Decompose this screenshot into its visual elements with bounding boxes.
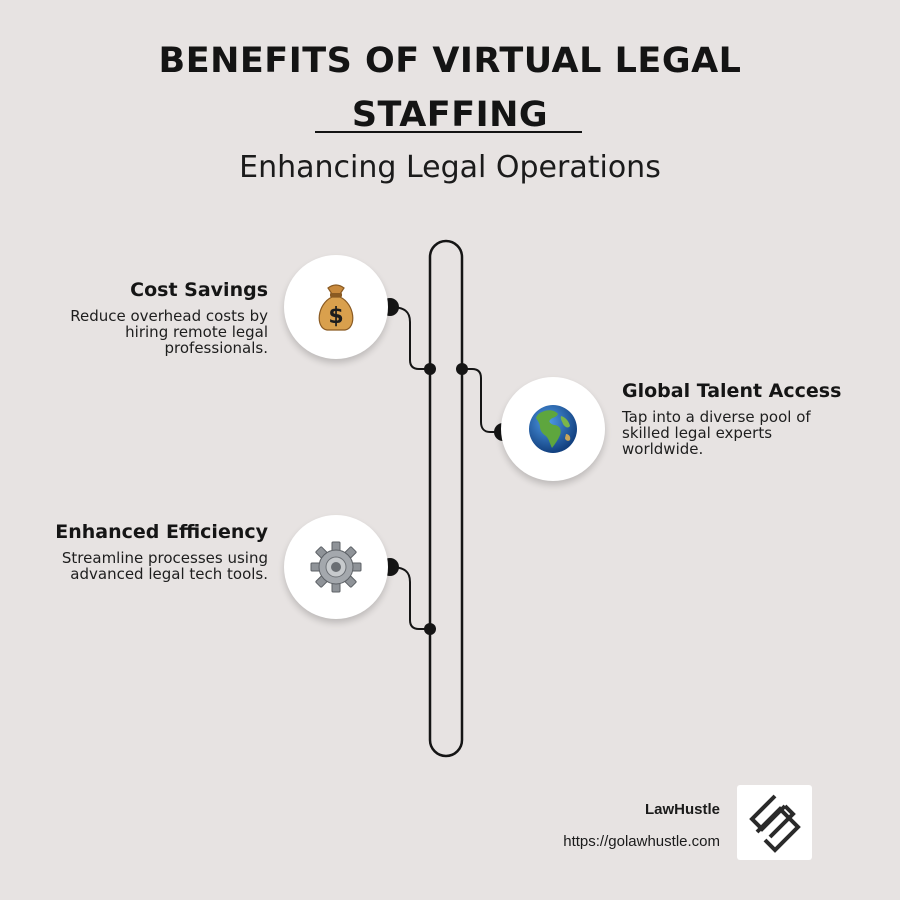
global-talent-title: Global Talent Access xyxy=(622,380,842,402)
brand-url[interactable]: https://golawhustle.com xyxy=(563,833,720,850)
cost-savings-icon-circle: $ xyxy=(284,255,388,359)
svg-text:$: $ xyxy=(328,304,343,329)
efficiency-description: Streamline processes using advanced lega… xyxy=(61,549,268,583)
cost-savings-block: Cost Savings Reduce overhead costs by hi… xyxy=(38,280,268,356)
junction-global-talent xyxy=(456,363,468,375)
connector-global-talent xyxy=(462,368,503,433)
junction-cost-savings xyxy=(424,363,436,375)
efficiency-icon-circle xyxy=(284,515,388,619)
cost-savings-title: Cost Savings xyxy=(130,279,268,301)
brand-logo xyxy=(737,785,812,860)
cost-savings-description: Reduce overhead costs by hiring remote l… xyxy=(70,307,268,357)
efficiency-title: Enhanced Efficiency xyxy=(55,521,268,543)
money-bag-icon: $ xyxy=(318,284,354,331)
globe-icon xyxy=(529,405,577,453)
gear-icon xyxy=(310,541,362,593)
global-talent-block: Global Talent Access Tap into a diverse … xyxy=(622,381,842,457)
global-talent-description: Tap into a diverse pool of skilled legal… xyxy=(622,408,811,458)
title-line-2: STAFFING xyxy=(351,95,549,135)
title-line-1: BENEFITS OF VIRTUAL LEGAL xyxy=(158,41,742,81)
brand-name: LawHustle xyxy=(644,801,720,818)
efficiency-block: Enhanced Efficiency Streamline processes… xyxy=(38,522,268,582)
connector-cost-savings xyxy=(389,306,430,370)
global-talent-icon-circle xyxy=(501,377,605,481)
connector-efficiency xyxy=(389,566,430,630)
timeline-track xyxy=(428,239,464,758)
junction-efficiency xyxy=(424,623,436,635)
page-title: BENEFITS OF VIRTUAL LEGAL STAFFING xyxy=(0,34,900,142)
page-subtitle: Enhancing Legal Operations xyxy=(239,150,661,185)
title-underline xyxy=(315,131,582,133)
lawhustle-logo-icon xyxy=(748,794,801,853)
